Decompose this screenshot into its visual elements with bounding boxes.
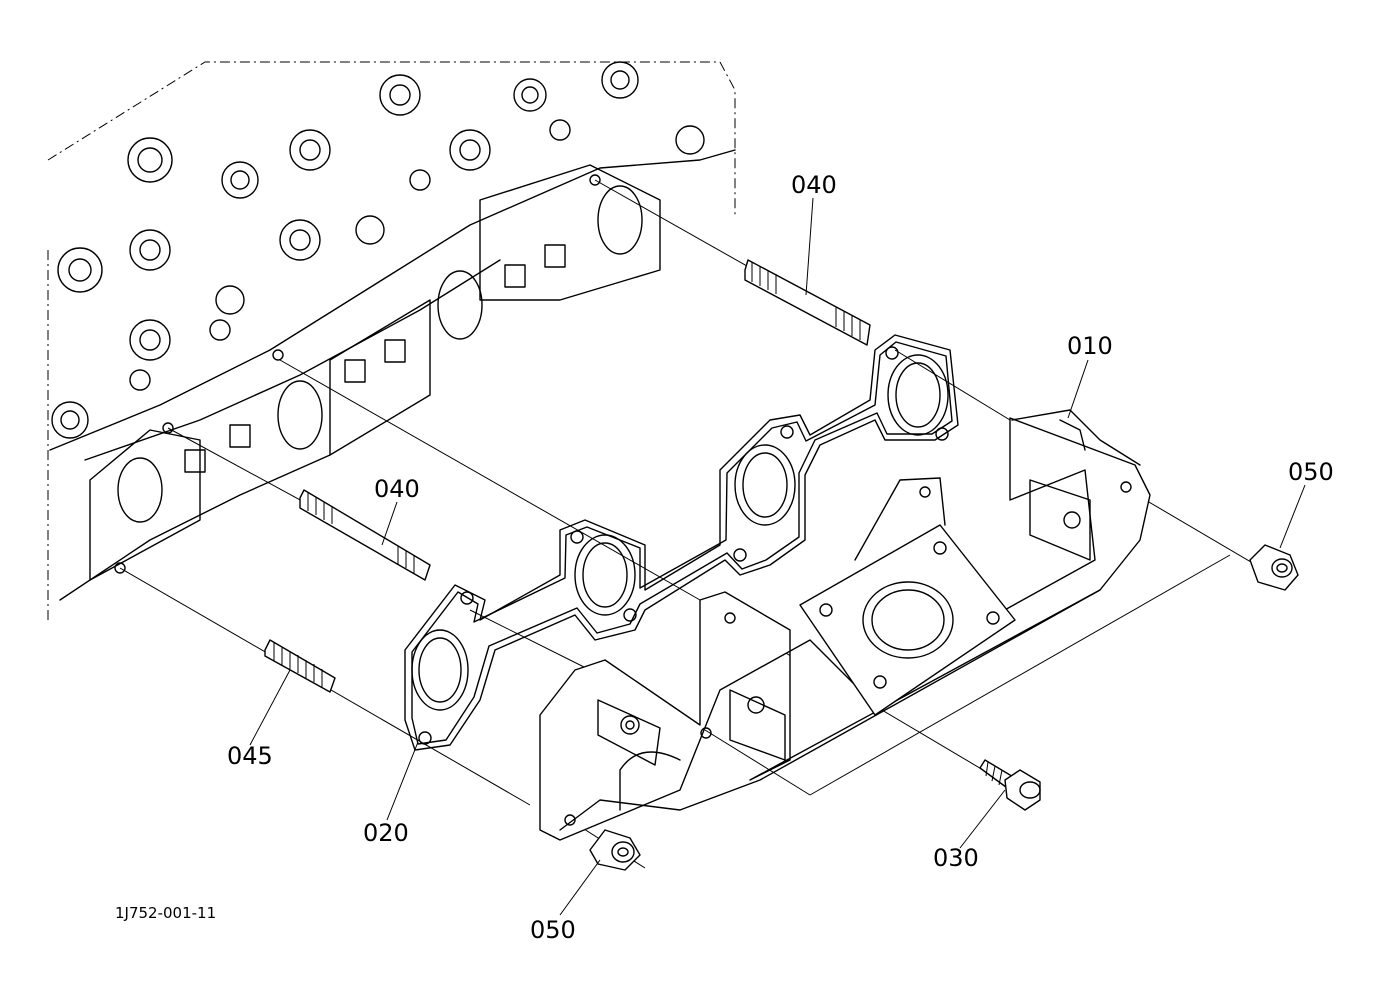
nut-050-bottom (589, 829, 641, 871)
bolt-030 (979, 759, 1041, 811)
callout-label-050-right: 050 (1288, 458, 1334, 486)
callout-label-010: 010 (1067, 332, 1113, 360)
drawing-reference-code: 1J752-001-11 (115, 904, 216, 922)
exhaust-manifold (539, 409, 1151, 841)
nut-050-right (1249, 544, 1299, 591)
callout-label-040-lower: 040 (374, 475, 420, 503)
callout-label-020: 020 (363, 819, 409, 847)
stud-045 (264, 639, 336, 693)
stud-040-lower (299, 489, 431, 581)
callout-label-030: 030 (933, 844, 979, 872)
manifold-gasket (404, 334, 959, 751)
cylinder-head (47, 61, 736, 620)
callout-label-050-bottom: 050 (530, 916, 576, 944)
leader-lines (249, 197, 1306, 916)
callout-label-040-upper: 040 (791, 171, 837, 199)
callout-label-045: 045 (227, 742, 273, 770)
stud-040-upper (744, 259, 871, 346)
